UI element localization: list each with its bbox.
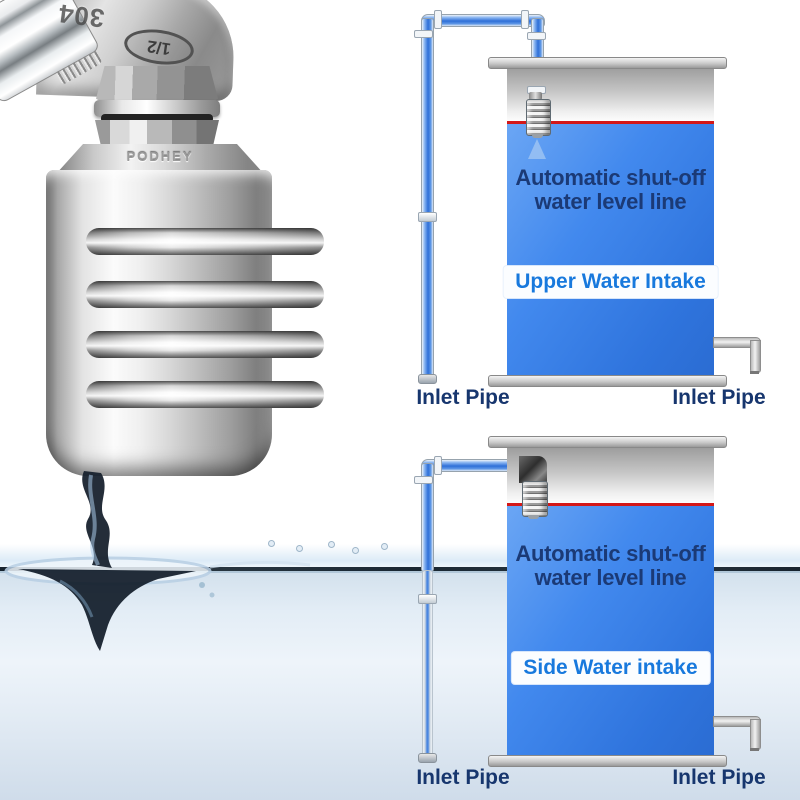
pipe-coupling [418,594,437,604]
rubber-gasket [101,114,213,123]
body-rib [86,281,324,308]
steel-grade-stamp: 304 [56,0,106,34]
pipe-joint [414,476,433,484]
outlet-pipe-vertical [750,340,761,373]
intake-label-box: Upper Water Intake [503,266,718,298]
float-valve [526,99,551,136]
pipe-coupling [418,212,437,222]
outlet-pipe-opening [750,371,759,374]
intake-label-box: Side Water intake [511,652,710,684]
pipe-joint [434,456,442,475]
side-inlet-elbow [519,456,547,483]
shutoff-note-line2: water level line [534,189,687,214]
tank-base-flange [488,375,727,387]
valve-shoulder: PODHEY [56,144,264,174]
pipe-joint [434,10,442,29]
water-droplet [268,540,275,547]
flange-ring [94,100,220,117]
size-stamp-text: 1/2 [145,36,172,59]
diagram-upper-water-intake: Automatic shut-off water level line Uppe… [400,0,800,430]
diagram-side-water-intake: Automatic shut-off water level line Side… [400,430,800,800]
water-droplet [328,541,335,548]
water-surface-line [0,567,800,571]
shutoff-note: Automatic shut-off water level line [507,166,714,214]
inlet-pipe-vertical [421,18,434,379]
water-tank: Automatic shut-off water level line Side… [507,446,714,758]
valve-nozzle [532,134,543,138]
body-rib [86,331,324,358]
pipe-joint [521,10,529,29]
inlet-pipe-label-right: Inlet Pipe [672,386,766,409]
valve-connector [529,92,542,100]
pipe-joint [527,32,546,40]
tank-water [507,506,714,758]
shutoff-water-level-line [507,503,714,506]
pipe-end-cap [418,753,437,763]
body-rib [86,381,324,408]
shutoff-note-line1: Automatic shut-off [515,541,706,566]
outlet-pipe-vertical [750,719,761,750]
tank-lid-flange [488,57,727,69]
inlet-pipe-label-right: Inlet Pipe [672,766,766,789]
valve-nozzle [528,515,539,519]
shutoff-note-line2: water level line [534,565,687,590]
shutoff-water-level-line [507,121,714,124]
inlet-pipe-label-left: Inlet Pipe [416,386,510,409]
water-droplet [352,547,359,554]
outlet-pipe-opening [750,748,759,751]
water-tank: Automatic shut-off water level line Uppe… [503,66,718,378]
shutoff-note-line1: Automatic shut-off [515,165,706,190]
water-droplet [296,545,303,552]
shutoff-note: Automatic shut-off water level line [507,542,714,590]
pipe-end-cap [418,374,437,384]
pipe-joint [414,30,433,38]
tank-water [507,124,714,378]
float-valve [522,481,548,517]
brand-stamp: PODHEY [126,149,194,164]
inlet-pipe-label-left: Inlet Pipe [416,766,510,789]
water-spray [528,139,546,159]
water-surface-glint [0,571,800,573]
hex-collar [95,120,219,147]
water-droplet [381,543,388,550]
body-rib [86,228,324,255]
tank-lid-flange [488,436,727,448]
float-valve-body [46,170,324,476]
tank-base-flange [488,755,727,767]
product-photo: 304 1/2 PODHEY [0,0,324,651]
water-stream-and-splash [4,471,311,651]
